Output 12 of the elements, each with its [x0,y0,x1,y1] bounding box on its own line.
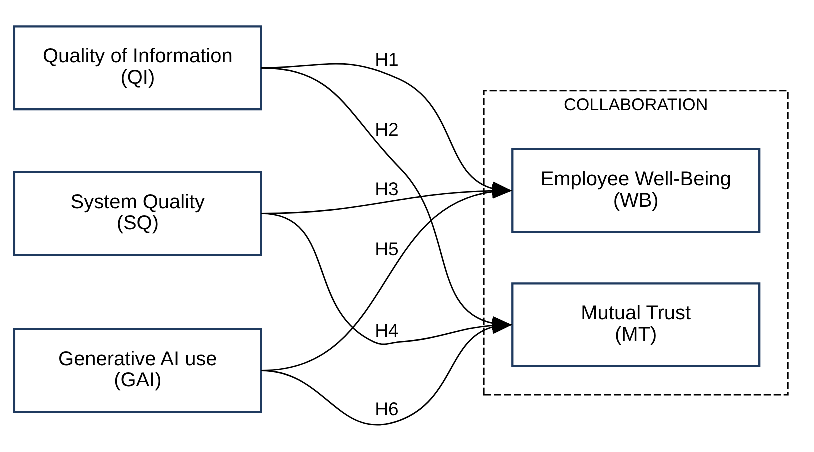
node-box: Employee Well-Being (WB) [512,148,761,234]
edge-label: H4 [375,320,399,342]
node-box: Quality of Information (QI) [13,26,262,111]
node-box: Mutual Trust (MT) [512,282,761,368]
edge-label: H5 [375,238,399,260]
node-box: System Quality (SQ) [13,171,262,256]
edge-label: H6 [375,398,399,420]
node-box: Generative AI use (GAI) [13,328,262,414]
edge-label: H1 [375,48,399,70]
edge-label: H3 [375,178,399,200]
arrow [261,320,513,426]
edge-label: H2 [375,118,399,140]
